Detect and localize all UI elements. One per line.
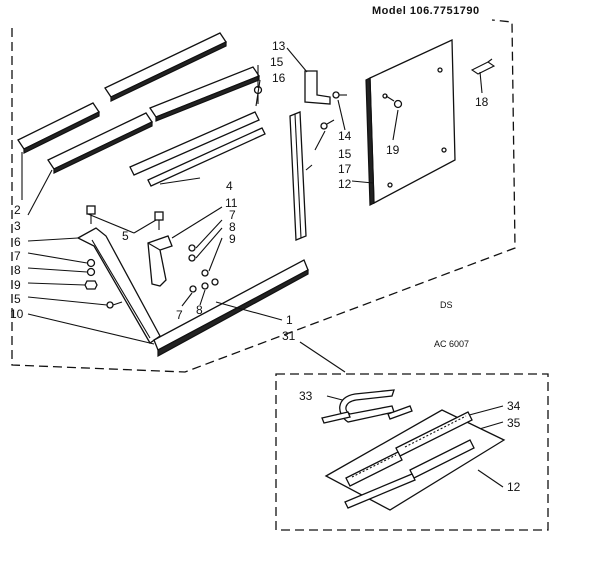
callout-12-sub: 12 [507, 480, 521, 494]
nut-9-lower [211, 278, 219, 286]
callout-15-mid: 15 [338, 147, 352, 161]
screw-5-lower [106, 301, 123, 309]
callout-17: 17 [338, 162, 352, 176]
model-number: Model 106.7751790 [372, 5, 480, 17]
code-ac: AC 6007 [434, 339, 469, 349]
callout-15-top: 15 [270, 55, 284, 69]
nut-9 [84, 280, 98, 290]
channel-strip-lower [147, 127, 266, 187]
callout-12-main: 12 [338, 177, 352, 191]
callout-19: 19 [386, 143, 400, 157]
callout-34: 34 [507, 399, 521, 413]
callout-31: 31 [282, 329, 296, 343]
washer-7-lower [189, 285, 197, 293]
main-kit-boundary [11, 19, 516, 373]
rail-mid-right [149, 66, 260, 122]
callout-7-bottom: 7 [176, 308, 183, 322]
block-34b [345, 451, 403, 487]
callout-33: 33 [299, 389, 313, 403]
callout-9-right: 9 [229, 232, 236, 246]
leader-lines [21, 47, 504, 488]
callout-5-left: 5 [14, 292, 21, 306]
strip-sub-lower [344, 473, 416, 509]
callout-13: 13 [272, 39, 286, 53]
plate-35 [324, 409, 506, 511]
callout-4: 4 [226, 179, 233, 193]
screw-19 [385, 95, 403, 109]
lockwasher-8-right [188, 254, 196, 262]
sub-kit-boundary [275, 373, 549, 531]
callout-35: 35 [507, 416, 521, 430]
bracket-13 [304, 70, 331, 105]
support-arm [76, 227, 161, 344]
callout-2: 2 [14, 203, 21, 217]
nut-9-right [201, 269, 209, 277]
callout-1: 1 [286, 313, 293, 327]
screw-15a [332, 91, 347, 99]
lockwasher-8 [86, 267, 96, 277]
callout-5-upper: 5 [122, 229, 129, 243]
rail-left-upper [17, 102, 100, 154]
callout-10: 10 [10, 307, 24, 321]
clip-18 [470, 58, 496, 75]
rail-top-right [104, 32, 227, 102]
callout-16: 16 [272, 71, 286, 85]
vertical-post-17 [289, 111, 307, 241]
callout-9-left: 9 [14, 278, 21, 292]
strip-sub-upper [387, 405, 413, 420]
lockwasher-8-lower [201, 282, 209, 290]
callout-8-right: 8 [229, 220, 236, 234]
callout-8-left: 8 [14, 263, 21, 277]
callout-6: 6 [14, 235, 21, 249]
panel-12 [365, 38, 456, 206]
strip-33 [321, 411, 351, 424]
callout-8-bottom: 8 [196, 303, 203, 317]
code-ds: DS [440, 300, 453, 310]
callout-7-left: 7 [14, 249, 21, 263]
washer-7-right [188, 244, 196, 252]
gasket-33 [339, 389, 395, 423]
callout-18: 18 [475, 95, 489, 109]
screw-15b [320, 119, 335, 130]
screw-5-right [154, 211, 164, 230]
callout-7-right: 7 [229, 208, 236, 222]
washer-7 [86, 258, 96, 268]
bracket-11 [147, 235, 173, 287]
callout-3: 3 [14, 219, 21, 233]
callout-14: 14 [338, 129, 352, 143]
bottom-rail-1 [153, 259, 309, 358]
callout-11: 11 [225, 196, 238, 210]
channel-strip-upper [129, 111, 260, 176]
rail-left-lower [47, 112, 153, 174]
